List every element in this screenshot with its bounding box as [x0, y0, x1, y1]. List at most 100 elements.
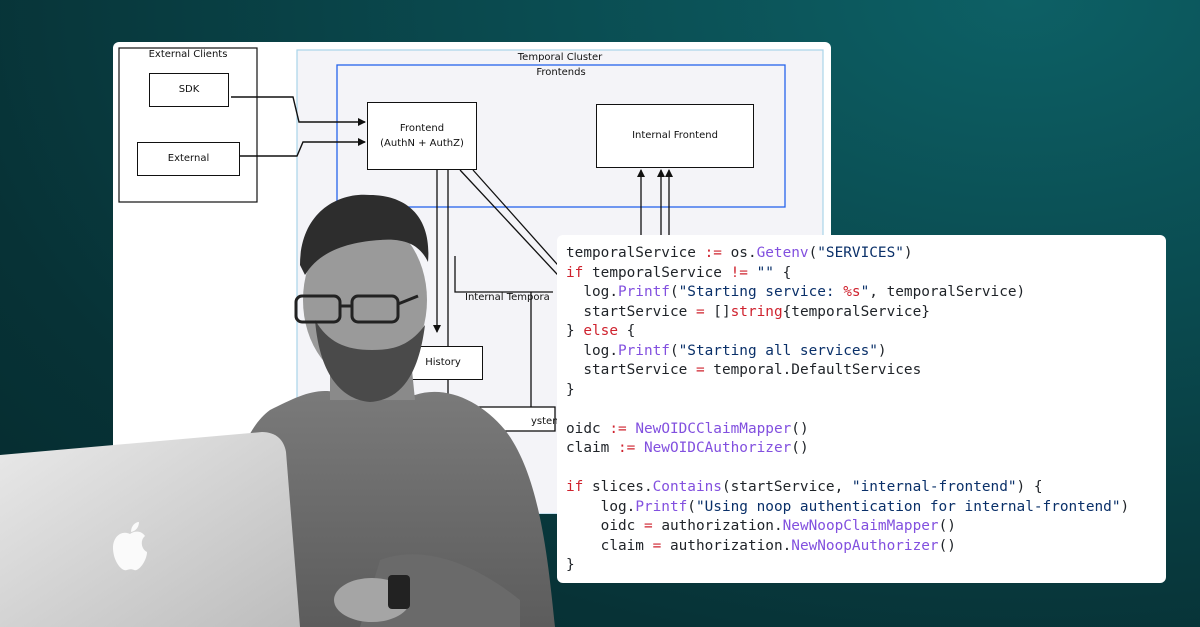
code-line: if slices.Contains(startService, "intern…: [566, 478, 1166, 498]
code-token: NewNoopClaimMapper: [782, 518, 939, 534]
code-token: NewNoopAuthorizer: [791, 537, 939, 554]
code-line: claim = authorization.NewNoopAuthorizer(…: [566, 537, 1166, 557]
code-token: }: [566, 323, 584, 339]
code-line: [566, 400, 1166, 420]
sdk-to-frontend-arrow: [231, 96, 366, 126]
code-token: []: [704, 303, 731, 320]
code-token: if: [566, 479, 584, 495]
code-token: NewOIDCClaimMapper: [635, 420, 792, 437]
code-token: [635, 440, 644, 456]
code-token: "Starting all services": [678, 342, 878, 359]
code-line: temporalService := os.Getenv("SERVICES"): [566, 244, 1166, 264]
code-line: [566, 459, 1166, 479]
code-token: =: [652, 537, 662, 554]
internal-temporal-label: Internal Tempora: [465, 292, 550, 303]
code-token: "SERVICES": [817, 245, 904, 261]
code-token: {: [617, 323, 636, 339]
code-token: :=: [704, 245, 722, 261]
code-token: authorization.: [661, 537, 792, 554]
code-token: ): [1120, 498, 1130, 515]
frontend-box: Frontend (AuthN + AuthZ): [367, 102, 477, 170]
code-line: claim := NewOIDCAuthorizer(): [566, 439, 1166, 459]
code-token: else: [583, 323, 618, 339]
code-token: authorization.: [652, 518, 783, 534]
code-token: %s: [843, 284, 861, 300]
code-line: }: [566, 556, 1166, 576]
code-token: (): [791, 440, 809, 456]
code-token: ): [877, 342, 887, 359]
code-token: =: [695, 303, 705, 320]
external-to-frontend-arrow: [240, 138, 366, 157]
code-token: =: [695, 362, 705, 378]
code-token: (): [791, 420, 809, 437]
code-line: startService = temporal.DefaultServices: [566, 361, 1166, 381]
external-clients-frame: [118, 47, 258, 203]
code-block: temporalService := os.Getenv("SERVICES")…: [566, 244, 1166, 576]
code-token: oidc: [566, 518, 644, 534]
code-token: =: [643, 518, 653, 534]
code-line: if temporalService != "" {: [566, 264, 1166, 284]
code-line: oidc = authorization.NewNoopClaimMapper(…: [566, 517, 1166, 537]
code-token: "": [756, 264, 774, 281]
code-token: "Starting service:: [678, 284, 844, 300]
code-token: "internal-frontend": [851, 479, 1017, 495]
code-token: (): [938, 537, 956, 554]
frontend-label: Frontend: [399, 122, 445, 134]
code-line: log.Printf("Starting all services"): [566, 342, 1166, 362]
code-line: log.Printf("Using noop authentication fo…: [566, 498, 1166, 518]
temporal-cluster-title: Temporal Cluster: [517, 52, 603, 63]
code-token: "Using noop authentication for internal-…: [695, 498, 1121, 515]
code-token: !=: [730, 264, 748, 281]
code-token: temporal.DefaultServices: [704, 362, 922, 378]
code-line: } else {: [566, 322, 1166, 342]
code-token: Printf: [617, 284, 670, 300]
code-token: Contains: [652, 479, 722, 495]
code-token: log.: [566, 498, 636, 515]
code-token: Printf: [617, 342, 670, 359]
code-token: claim: [566, 537, 653, 554]
code-token: startService: [566, 362, 696, 378]
code-token: {: [773, 264, 792, 281]
code-token: }: [566, 381, 575, 398]
code-token: log.: [566, 284, 618, 300]
frontends-title: Frontends: [536, 67, 586, 78]
code-snippet-panel: temporalService := os.Getenv("SERVICES")…: [557, 235, 1166, 583]
external-clients-title: External Clients: [148, 49, 228, 60]
code-token: oidc: [566, 420, 610, 437]
code-token: claim: [566, 440, 618, 456]
code-token: (): [938, 518, 956, 534]
apple-logo-icon: [113, 522, 147, 571]
external-box: External: [137, 142, 240, 176]
code-token: startService: [566, 303, 696, 320]
code-token: :=: [609, 420, 627, 437]
code-token: [748, 265, 757, 281]
code-token: Printf: [635, 498, 688, 515]
frontend-auth-label: (AuthN + AuthZ): [380, 138, 464, 149]
code-token: temporalService: [566, 245, 705, 261]
code-token: os.: [721, 245, 757, 261]
code-line: }: [566, 381, 1166, 401]
code-token: (: [687, 498, 696, 515]
history-box: History: [403, 346, 483, 380]
sdk-box: SDK: [149, 73, 229, 107]
code-token: ) {: [1016, 479, 1043, 495]
frontends-frame: [336, 64, 786, 208]
internal-frontend-box: Internal Frontend: [596, 104, 754, 168]
code-token: ": [860, 284, 870, 300]
code-token: (: [669, 342, 679, 359]
code-token: log.: [566, 342, 618, 359]
code-token: temporalService: [583, 264, 731, 281]
code-token: , temporalService): [869, 284, 1026, 300]
code-token: string: [730, 303, 783, 320]
code-line: log.Printf("Starting service: %s", tempo…: [566, 283, 1166, 303]
code-line: oidc := NewOIDCClaimMapper(): [566, 420, 1166, 440]
code-token: :=: [617, 440, 636, 456]
code-token: Getenv: [756, 245, 809, 261]
code-token: slices.: [583, 479, 653, 495]
code-token: (: [808, 245, 818, 261]
code-token: (: [669, 284, 679, 300]
code-token: NewOIDCAuthorizer: [643, 440, 792, 456]
code-token: if: [566, 264, 584, 281]
code-line: startService = []string{temporalService}: [566, 303, 1166, 323]
code-token: ): [903, 245, 913, 261]
